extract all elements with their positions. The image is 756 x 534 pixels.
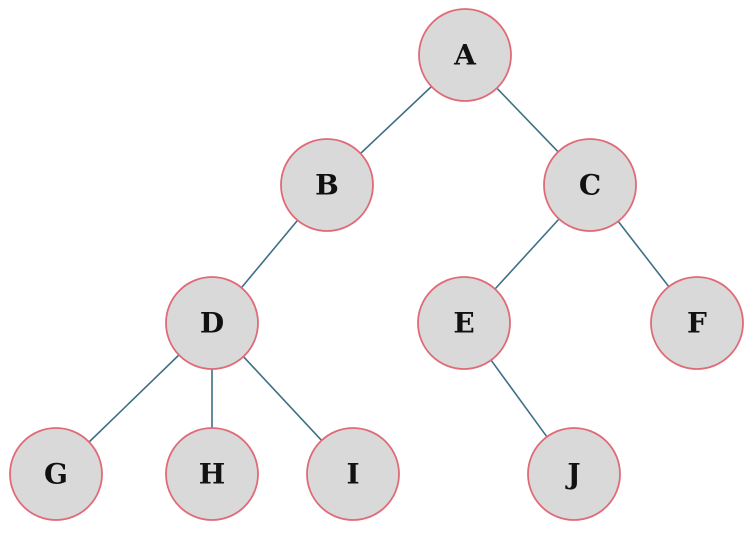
node-label: G [44, 458, 68, 491]
edge-b-d [240, 219, 299, 289]
node-label: A [453, 39, 477, 72]
node-g: G [9, 427, 103, 521]
edge-c-e [494, 218, 560, 290]
node-h: H [165, 427, 259, 521]
node-c: C [543, 138, 637, 232]
node-label: E [453, 307, 474, 340]
node-label: D [200, 307, 224, 340]
node-label: B [315, 169, 339, 202]
node-circle [417, 276, 511, 370]
node-a: A [418, 8, 512, 102]
node-circle [543, 138, 637, 232]
node-f: F [650, 276, 744, 370]
node-b: B [280, 138, 374, 232]
node-circle [165, 276, 259, 370]
node-label: C [579, 169, 601, 202]
node-circle [306, 427, 400, 521]
edge-e-j [490, 359, 548, 438]
node-e: E [417, 276, 511, 370]
node-circle [9, 427, 103, 521]
edge-d-g [88, 354, 180, 443]
edge-c-f [617, 220, 670, 288]
nodes-layer: A B C D E F G H I J [9, 8, 744, 521]
node-label: J [564, 458, 580, 491]
node-label: F [687, 307, 707, 340]
node-circle [165, 427, 259, 521]
edge-d-i [242, 356, 323, 441]
node-label: H [199, 458, 225, 491]
node-circle [650, 276, 744, 370]
edge-a-c [496, 87, 559, 153]
edges-layer [88, 85, 670, 443]
node-circle [280, 138, 374, 232]
edge-a-b [359, 85, 433, 155]
node-circle [418, 8, 512, 102]
node-i: I [306, 427, 400, 521]
node-label: I [346, 458, 359, 491]
node-d: D [165, 276, 259, 370]
node-j: J [527, 427, 621, 521]
node-circle [527, 427, 621, 521]
